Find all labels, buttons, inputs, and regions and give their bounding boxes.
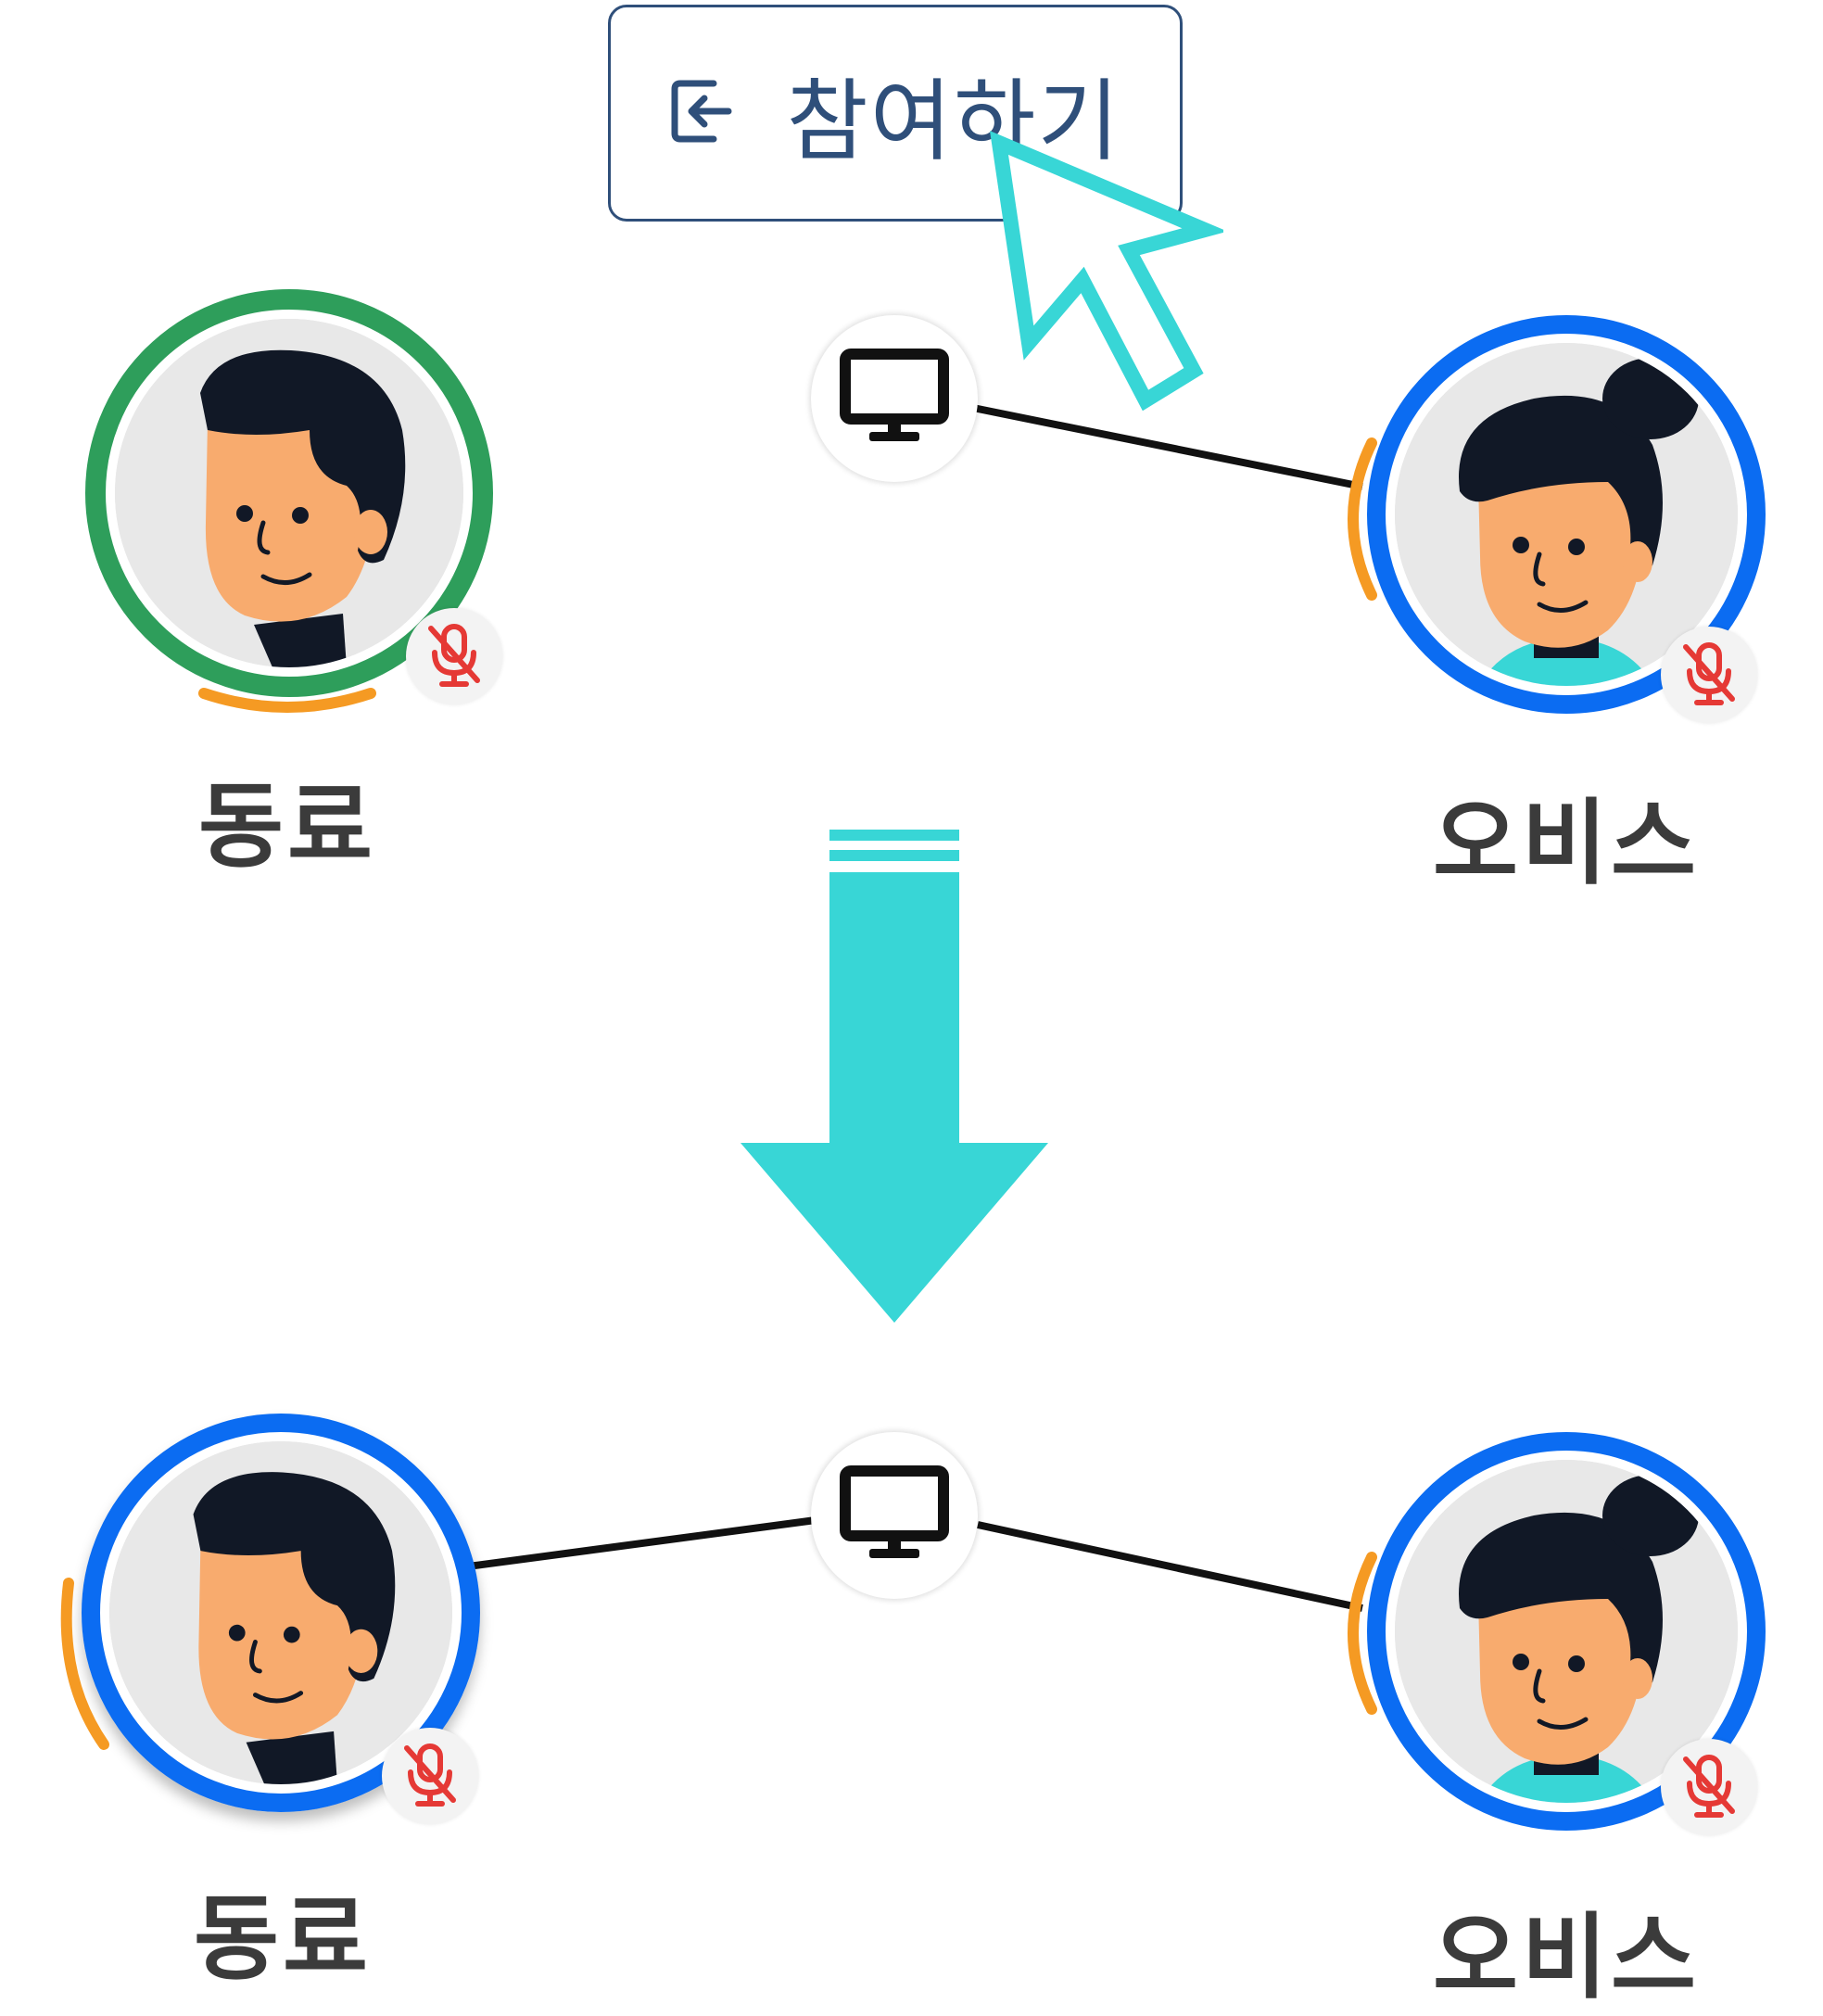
mute-badge-right-after[interactable]: [1661, 1739, 1757, 1835]
link-left-to-screen-after: [467, 1516, 817, 1570]
female-face-illustration: [1395, 343, 1738, 686]
speaking-arc-right-after: [1348, 1552, 1377, 1715]
male-face-illustration: [115, 319, 463, 667]
arrow-down-icon: [741, 830, 1048, 1323]
screen-node-after[interactable]: [811, 1432, 978, 1599]
avatar-right-before[interactable]: [1367, 315, 1766, 714]
female-face-illustration: [1395, 1460, 1738, 1803]
mute-badge-left-after[interactable]: [382, 1728, 478, 1824]
mic-off-icon: [1680, 1752, 1738, 1822]
name-right-before: 오비스: [1433, 789, 1700, 897]
join-tooltip[interactable]: 참여하기: [608, 5, 1183, 222]
name-left-after: 동료: [194, 1884, 372, 1993]
monitor-icon: [840, 1465, 949, 1566]
mic-off-icon: [401, 1741, 459, 1811]
mute-badge-left-before[interactable]: [406, 608, 502, 704]
monitor-icon: [840, 349, 949, 449]
name-right-after: 오비스: [1433, 1903, 1700, 2011]
mute-badge-right-before[interactable]: [1661, 627, 1757, 723]
join-label: 참여하기: [786, 69, 1121, 173]
mic-off-icon: [1680, 640, 1738, 710]
speaking-arc-right-before: [1348, 437, 1377, 601]
speaking-arc-left-after: [60, 1578, 109, 1750]
screen-node-before[interactable]: [811, 315, 978, 482]
enter-icon: [669, 76, 734, 150]
mic-off-icon: [425, 621, 483, 691]
cursor-arrow-icon: [989, 131, 1223, 412]
name-left-before: 동료: [198, 772, 376, 881]
speaking-arc-left-before: [198, 688, 376, 713]
male-face-illustration: [109, 1441, 452, 1784]
link-screen-to-right-after: [977, 1521, 1363, 1612]
